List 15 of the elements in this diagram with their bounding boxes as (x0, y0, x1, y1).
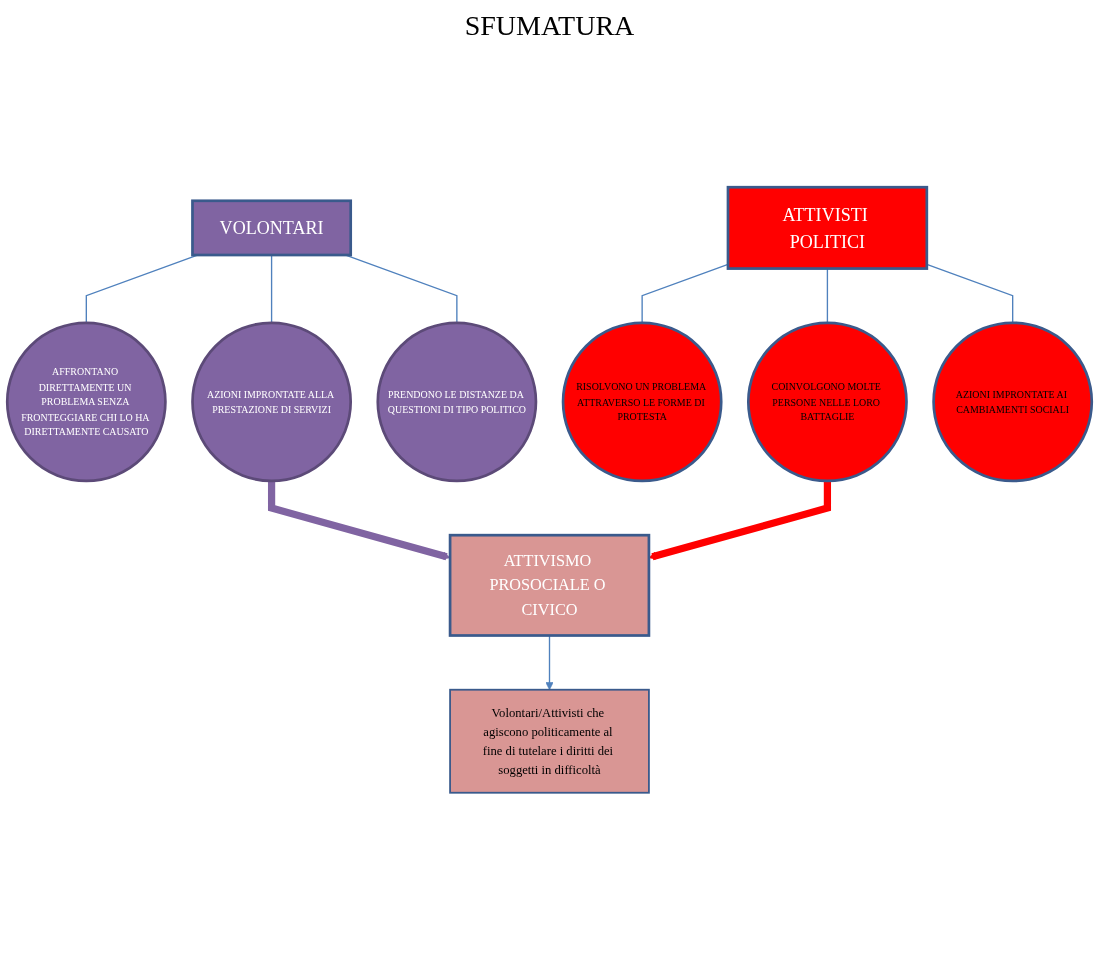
node-box: VOLONTARI (191, 199, 353, 257)
node-circle: COINVOLGONO MOLTE PERSONE NELLE LORO BATTAGLIE (746, 321, 908, 483)
node-box: ATTIVISMO PROSOCIALE O CIVICO (448, 533, 651, 637)
connector (926, 263, 1014, 324)
connector (641, 263, 729, 324)
node-box: ATTIVISTI POLITICI (726, 185, 929, 270)
node-circle: PRENDONO LE DISTANZE DA QUESTIONI DI TIPO POLITICO (376, 321, 538, 483)
node-box: Volontari/Attivisti che agiscono politicamente al fine di tutelare i diritti dei soggetti in difficoltà (449, 688, 650, 794)
node-circle: AFFRONTANO DIRETTAMENTE UN PROBLEMA SENZA FRONTEGGIARE CHI LO HA DIRETTAMENTE CAUSATO (5, 321, 167, 483)
annotation-text: SFUMATURA (464, 10, 635, 41)
node-circle: RISOLVONO UN PROBLEMA ATTRAVERSO LE FORME DI PROTESTA (561, 321, 723, 483)
node-circle: AZIONI IMPRONTATE ALLA PRESTAZIONE DI SERVIZI (191, 321, 353, 483)
arrow (648, 480, 832, 561)
arrow (267, 480, 451, 561)
node-circle: AZIONI IMPRONTATE AI CAMBIAMENTI SOCIALI (932, 321, 1094, 483)
